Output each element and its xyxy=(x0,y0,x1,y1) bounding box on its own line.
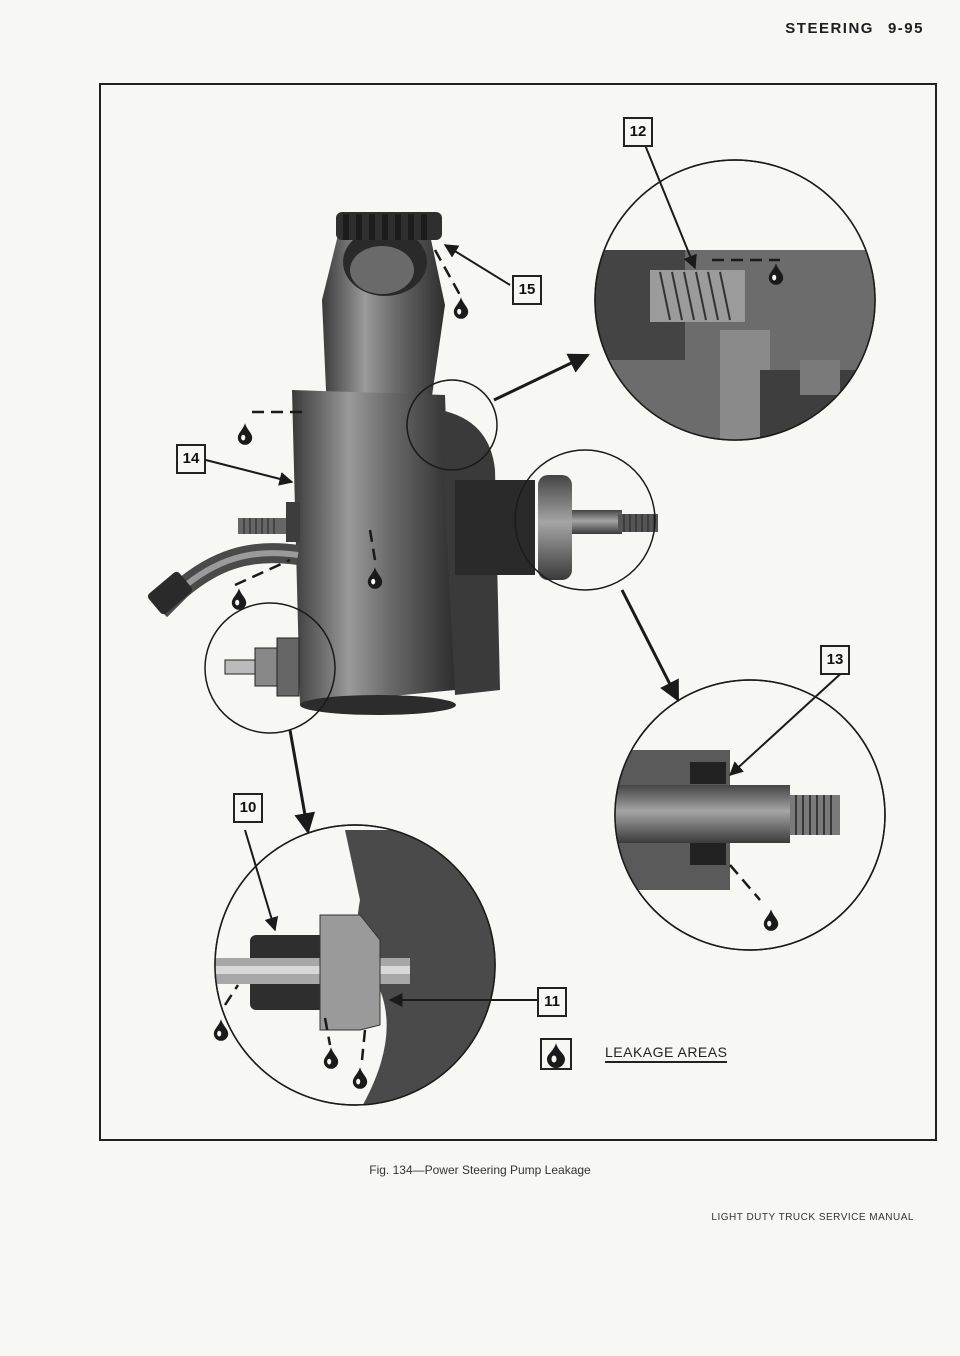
section-title: STEERING xyxy=(785,20,874,37)
page-number: 9-95 xyxy=(887,20,924,37)
page-footer: LIGHT DUTY TRUCK SERVICE MANUAL xyxy=(711,1212,914,1223)
callout-10: 10 xyxy=(233,793,263,823)
inset-reservoir-cap xyxy=(594,159,876,441)
inset-shaft-seal xyxy=(614,679,886,951)
figure-frame xyxy=(99,83,937,1141)
figure-caption: Fig. 134—Power Steering Pump Leakage xyxy=(369,1163,591,1177)
legend-label: LEAKAGE AREAS xyxy=(605,1044,728,1063)
callout-14: 14 xyxy=(176,444,206,474)
oil-drop-icon xyxy=(540,1038,572,1070)
callout-11: 11 xyxy=(537,987,567,1017)
callout-13: 13 xyxy=(820,645,850,675)
callout-12: 12 xyxy=(623,117,653,147)
page-header: STEERING 9-95 xyxy=(785,20,924,37)
callout-15: 15 xyxy=(512,275,542,305)
inset-pressure-fitting xyxy=(214,824,496,1106)
pump-body xyxy=(147,212,658,715)
